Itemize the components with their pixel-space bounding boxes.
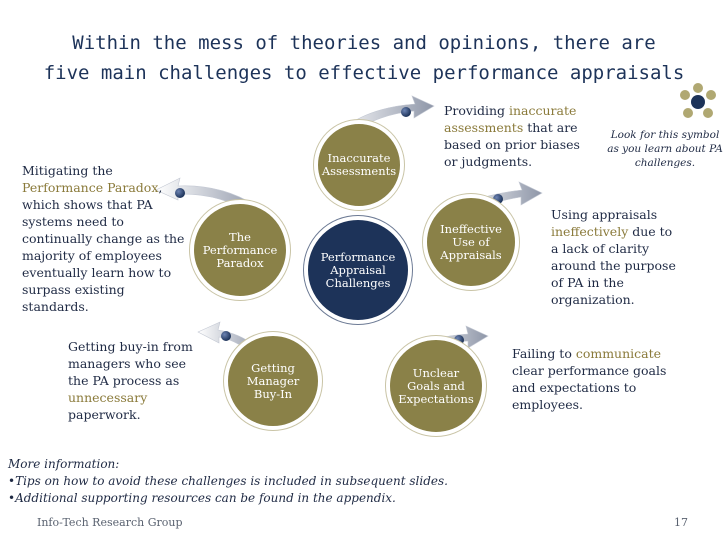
circle-unclear-goals: Unclear Goals and Expectations (386, 336, 486, 436)
more-info-item: •Additional supporting resources can be … (8, 491, 396, 505)
circle-ineffective-use: Ineffective Use of Appraisals (423, 194, 519, 290)
circle-inaccurate-assessments: Inaccurate Assessments (314, 120, 404, 210)
slide-title: Within the mess of theories and opinions… (0, 28, 728, 88)
title-line-1: Within the mess of theories and opinions… (72, 32, 656, 54)
desc-unclear-goals: Failing to communicate clear performance… (512, 346, 667, 412)
circle-manager-buy-in: Getting Manager Buy-In (224, 332, 322, 430)
page-number: 17 (674, 516, 688, 529)
desc-performance-paradox: Mitigating the Performance Paradox, whic… (22, 163, 185, 314)
center-circle: Performance Appraisal Challenges (304, 216, 412, 324)
connector-dot-inaccurate (401, 107, 411, 117)
connector-dot-paradox (175, 188, 185, 198)
circle-performance-paradox: The Performance Paradox (190, 200, 290, 300)
footer-org: Info-Tech Research Group (37, 516, 183, 529)
more-info-heading: More information: (8, 457, 120, 471)
connector-dot-manager (221, 331, 231, 341)
more-info-item: •Tips on how to avoid these challenges i… (8, 474, 448, 488)
more-information: More information: •Tips on how to avoid … (8, 456, 448, 507)
challenge-symbol-icon (680, 83, 716, 118)
desc-inaccurate-assessments: Providing inaccurate assessments that ar… (444, 103, 580, 169)
title-line-2: five main challenges to effective perfor… (43, 62, 685, 84)
symbol-note: Look for this symbol as you learn about … (607, 129, 723, 169)
desc-ineffective-use: Using appraisals ineffectively due to a … (551, 207, 676, 307)
desc-manager-buy-in: Getting buy-in from managers who see the… (68, 339, 193, 422)
